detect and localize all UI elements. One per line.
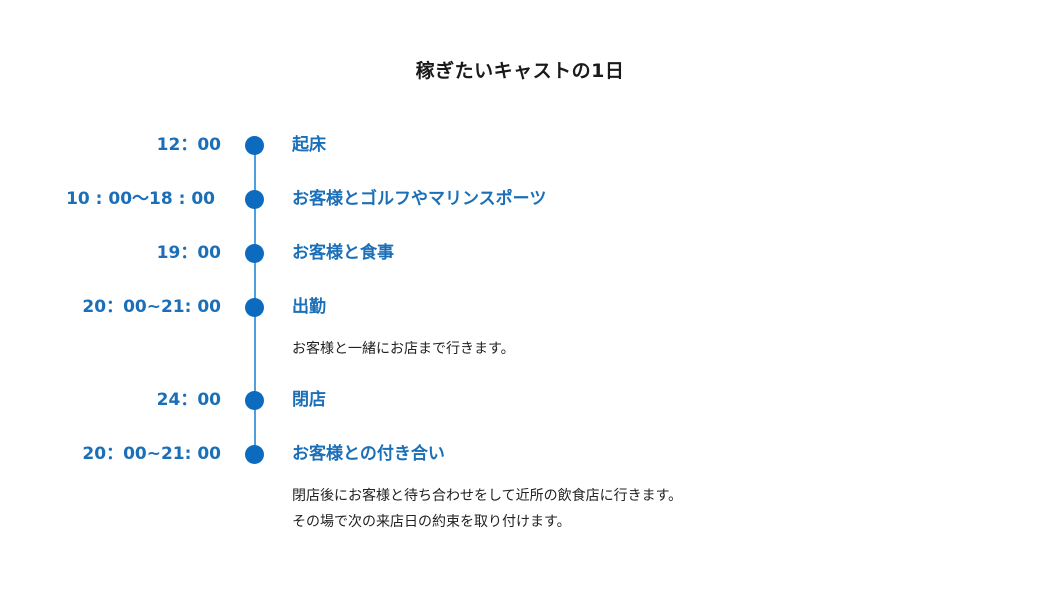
description-line: お客様と一緒にお店まで行きます。	[292, 341, 515, 357]
entry-label: お客様との付き合い	[292, 444, 445, 464]
entry-time: 12：00	[156, 135, 221, 155]
page-title: 稼ぎたいキャストの1日	[415, 60, 625, 82]
entry-label: 出勤	[292, 297, 326, 317]
timeline-dot-icon	[245, 244, 264, 263]
entry-label: 閉店	[292, 390, 326, 410]
entry-time: 19：00	[156, 243, 221, 263]
entry-time: 10 : 00〜18 : 00	[66, 189, 215, 209]
entry-label: 起床	[292, 135, 326, 155]
entry-time: 24：00	[156, 390, 221, 410]
timeline-dot-icon	[245, 136, 264, 155]
entry-description: 閉店後にお客様と待ち合わせをして近所の飲食店に行きます。 その場で次の来店日の約…	[292, 483, 812, 535]
timeline-dot-icon	[245, 445, 264, 464]
description-line: 閉店後にお客様と待ち合わせをして近所の飲食店に行きます。	[292, 488, 683, 504]
entry-time: 20：00~21: 00	[82, 444, 221, 464]
entry-label: お客様と食事	[292, 243, 394, 263]
timeline-dot-icon	[245, 391, 264, 410]
entry-time: 20：00~21: 00	[82, 297, 221, 317]
entry-description: お客様と一緒にお店まで行きます。	[292, 336, 812, 362]
entry-label: お客様とゴルフやマリンスポーツ	[292, 189, 547, 209]
description-line: その場で次の来店日の約束を取り付けます。	[292, 514, 571, 530]
timeline-dot-icon	[245, 190, 264, 209]
timeline-dot-icon	[245, 298, 264, 317]
